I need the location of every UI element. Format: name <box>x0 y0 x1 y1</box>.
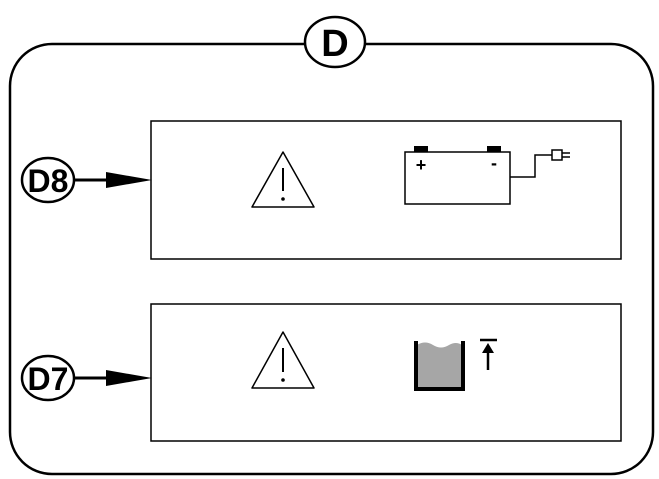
fluid-fill <box>417 342 462 388</box>
panel-d7-box <box>150 303 622 442</box>
reservoir-outline <box>414 341 465 391</box>
fluid-level-icon <box>414 338 497 391</box>
panel-d7-arrow-icon <box>74 370 152 386</box>
battery-plus-terminal-icon <box>414 146 428 152</box>
charger-plug-icon <box>551 149 570 161</box>
charger-cable <box>510 154 552 178</box>
panel-d8-callout: D8 <box>20 156 76 204</box>
warning-triangle-icon <box>251 151 315 208</box>
panel-d7-label: D7 <box>28 361 69 397</box>
panel-d7: D7 <box>20 303 622 442</box>
panel-d7-callout: D7 <box>20 354 76 402</box>
warning-triangle-icon <box>251 331 315 389</box>
battery-minus-sign: - <box>491 153 497 173</box>
battery-charger-icon: + - <box>404 146 570 205</box>
panel-d8-box <box>150 120 622 260</box>
frame-label-badge: D <box>303 15 367 69</box>
battery-plus-sign: + <box>416 155 427 175</box>
panel-d8-label: D8 <box>28 163 69 199</box>
battery-minus-terminal-icon <box>487 146 501 152</box>
level-max-arrow-icon <box>480 338 497 370</box>
frame-label: D <box>321 23 348 65</box>
panel-d8-arrow-icon <box>74 172 152 188</box>
panel-d8: D8 + - <box>20 120 622 260</box>
